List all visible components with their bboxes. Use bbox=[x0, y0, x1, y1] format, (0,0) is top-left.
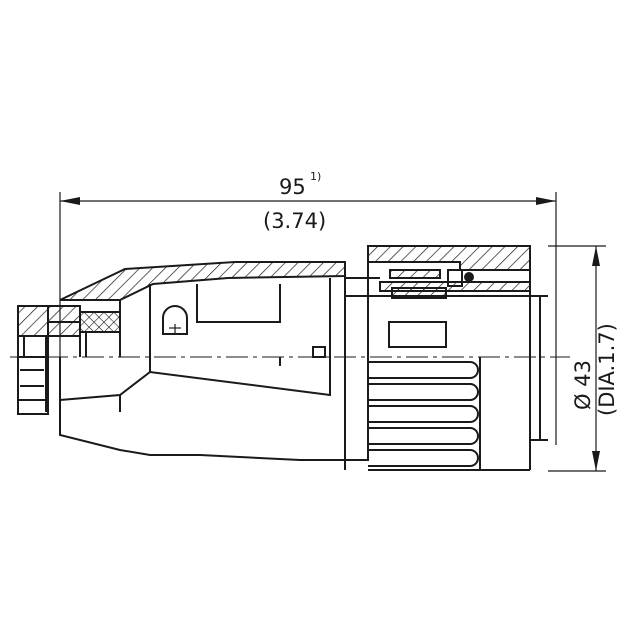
latch-block bbox=[447, 269, 463, 287]
length-arrow-right bbox=[536, 197, 556, 205]
nameplate bbox=[388, 321, 447, 348]
cable-nut bbox=[17, 305, 81, 415]
diameter-mm-label: Ø 43 bbox=[571, 360, 595, 410]
grip-rib bbox=[368, 361, 479, 379]
length-dimension: 95 1) (3.74) bbox=[59, 170, 557, 445]
grip-rib bbox=[368, 427, 479, 445]
grip-rib bbox=[368, 383, 479, 401]
diameter-dimension: Ø 43 (DIA.1.7) bbox=[548, 245, 619, 472]
coupling-grip bbox=[368, 357, 481, 470]
grip-rib bbox=[368, 449, 479, 467]
latch-section bbox=[391, 287, 447, 299]
latch-window bbox=[162, 305, 188, 335]
inner-contact-carrier bbox=[196, 284, 281, 323]
o-ring bbox=[464, 272, 474, 282]
lower-cone bbox=[59, 357, 331, 401]
locking-sleeve-section bbox=[389, 269, 441, 279]
length-note-superscript: 1) bbox=[310, 170, 321, 183]
clamp-cross-hatched-insert bbox=[79, 311, 121, 333]
length-mm-label: 95 bbox=[279, 175, 306, 199]
contact-marker bbox=[312, 346, 326, 358]
length-inch-label: (3.74) bbox=[263, 209, 326, 233]
connector-body bbox=[59, 246, 548, 471]
diameter-arrow-top bbox=[592, 246, 600, 266]
cable-clamp bbox=[48, 311, 121, 412]
diameter-arrow-bottom bbox=[592, 451, 600, 471]
outer-shell-section bbox=[59, 261, 346, 301]
diameter-inch-label: (DIA.1.7) bbox=[595, 323, 619, 416]
length-arrow-left bbox=[60, 197, 80, 205]
grip-rib bbox=[368, 405, 479, 423]
coupling-ring-section bbox=[367, 245, 531, 271]
lower-housing bbox=[59, 357, 369, 461]
